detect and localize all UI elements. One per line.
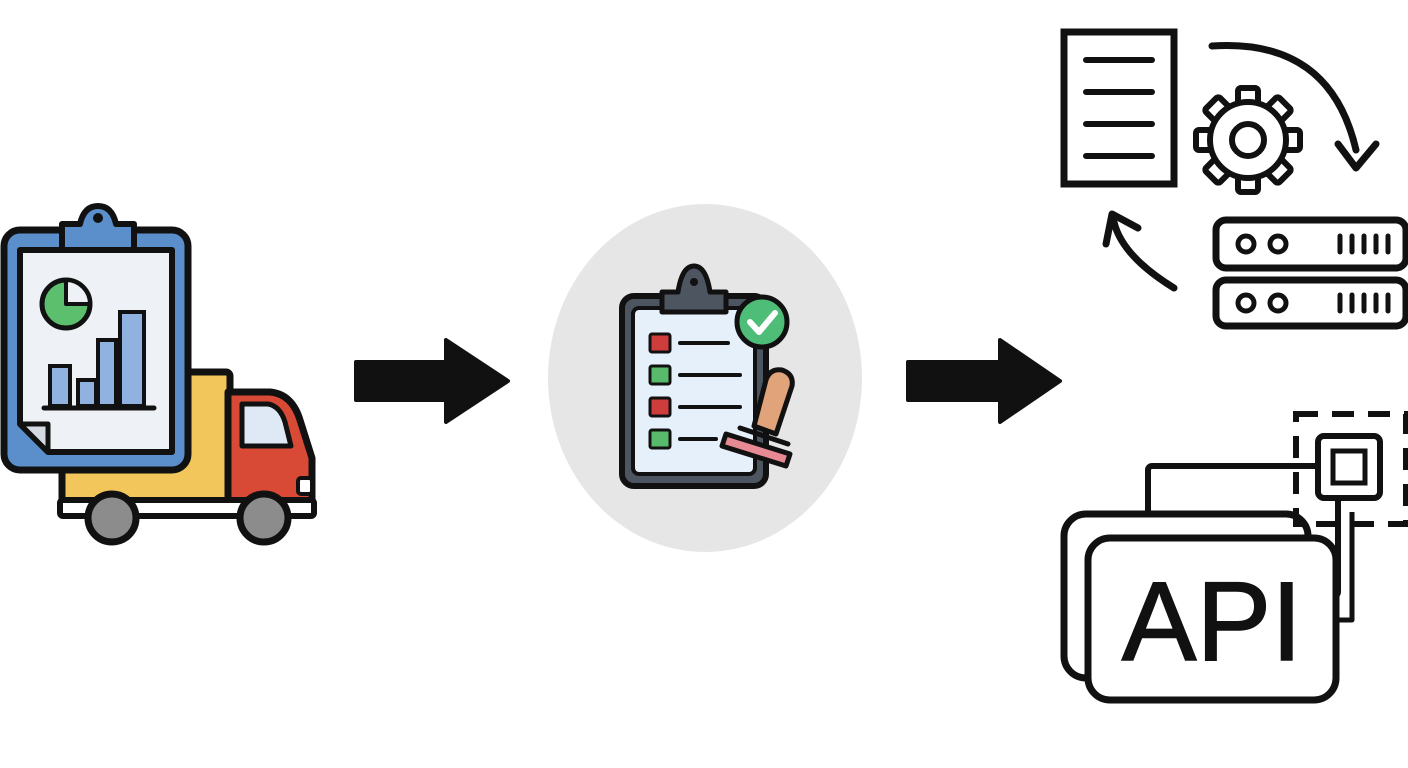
checklist-item — [648, 332, 730, 354]
report-truck-icon — [0, 203, 317, 546]
api-module-icon: API — [1060, 411, 1408, 704]
checklist-item — [648, 396, 742, 418]
flow-arrow-icon — [354, 338, 510, 424]
validation-stage — [548, 204, 862, 552]
gear-icon — [1193, 85, 1303, 195]
bar-chart-icon — [41, 310, 157, 411]
approval-stamp-icon — [719, 367, 795, 469]
api-label: API — [1122, 559, 1303, 684]
curved-arrow-down-icon — [1208, 41, 1380, 172]
server-icon — [1212, 276, 1408, 330]
document-icon — [1060, 28, 1178, 188]
server-icon — [1212, 216, 1408, 272]
processing-cycle-icon — [1060, 28, 1408, 330]
curved-arrow-up-icon — [1102, 210, 1178, 292]
chip-icon — [1293, 411, 1408, 527]
check-badge-icon — [734, 294, 790, 350]
flow-arrow-icon — [906, 338, 1062, 424]
pie-chart-icon — [39, 277, 93, 331]
checklist-item — [648, 364, 742, 386]
report-clipboard-icon — [0, 203, 192, 474]
checklist-item — [648, 428, 718, 450]
